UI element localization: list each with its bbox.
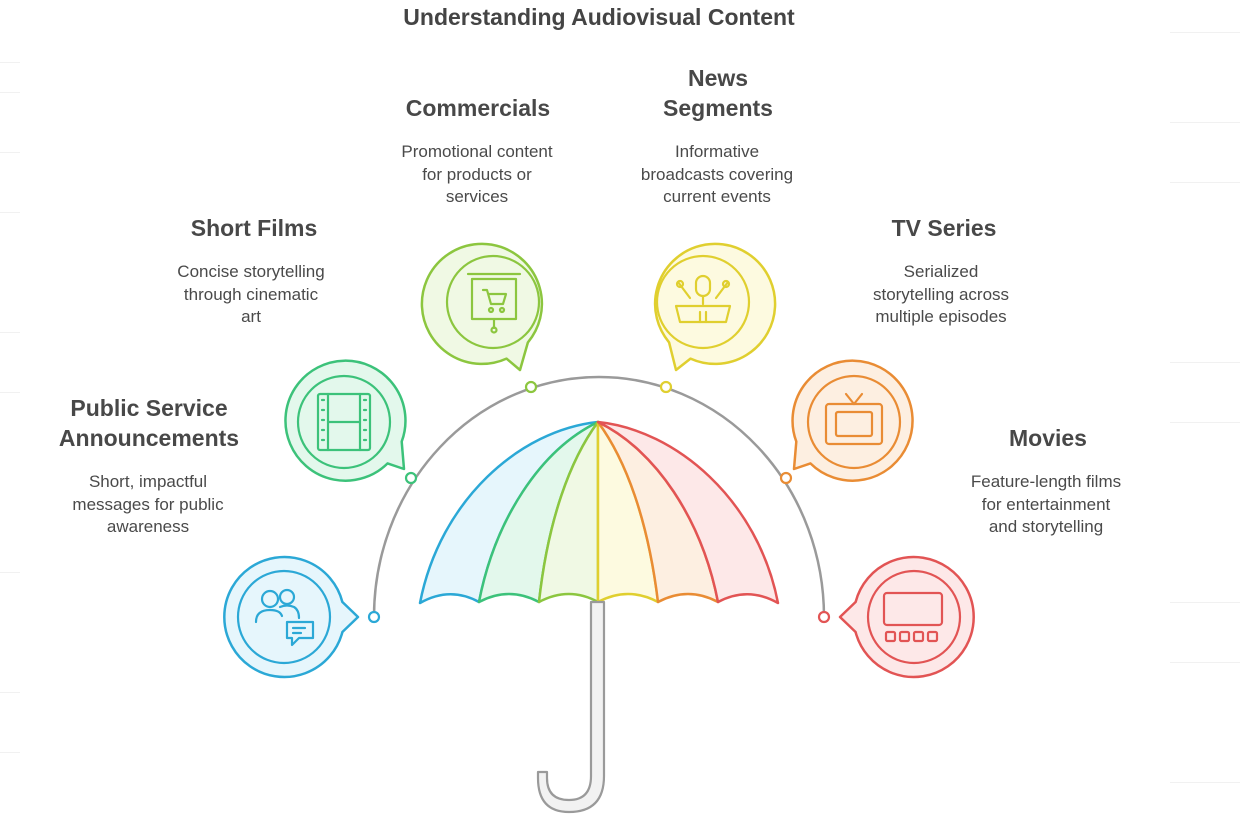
bubble-outline	[420, 242, 544, 372]
edge-rule	[1170, 122, 1240, 123]
canopy-panel-lime	[537, 420, 600, 604]
bubble-outline	[838, 555, 975, 679]
bubble-outline	[791, 359, 914, 482]
edge-rule	[0, 152, 20, 153]
umbrella-handle	[536, 600, 606, 814]
description-news: Informative broadcasts covering current …	[640, 142, 794, 206]
bubble-psa	[223, 555, 360, 679]
heading-commercials: Commercials	[405, 95, 551, 121]
bubble-tv-series	[791, 359, 914, 482]
edge-rule	[0, 62, 20, 63]
edge-rule	[1170, 782, 1240, 783]
heading-short-films: Short Films	[190, 215, 318, 241]
edge-rule	[1170, 182, 1240, 183]
heading-tv-series: TV Series	[891, 215, 997, 241]
description-tv-series: Serialized storytelling across multiple …	[872, 262, 1010, 326]
edge-rule	[0, 212, 20, 213]
bubble-outline	[284, 359, 407, 482]
arc-dot-commercials	[524, 380, 538, 394]
bubble-commercials	[420, 242, 544, 372]
edge-rule	[1170, 32, 1240, 33]
bubble-movies	[838, 555, 975, 679]
diagram-title: Understanding Audiovisual Content	[403, 4, 795, 30]
edge-rule	[0, 572, 20, 573]
edge-rule	[1170, 662, 1240, 663]
edge-rule	[1170, 602, 1240, 603]
edge-rule	[1170, 422, 1240, 423]
description-commercials: Promotional content for products or serv…	[401, 142, 553, 206]
arc-dot-movies	[817, 610, 831, 624]
description-movies: Feature-length films for entertainment a…	[970, 472, 1122, 536]
outer-arc	[372, 375, 826, 618]
edge-rule	[0, 752, 20, 753]
heading-news: News Segments	[663, 65, 773, 121]
tablet-screen-icon	[882, 591, 944, 643]
film-strip-icon	[316, 392, 372, 452]
bubble-short-films	[284, 359, 407, 482]
arc-dot-psa	[367, 610, 381, 624]
heading-movies: Movies	[1009, 425, 1087, 451]
edge-rule	[0, 92, 20, 93]
description-short-films: Concise storytelling through cinematic a…	[177, 262, 325, 326]
heading-psa: Public Service Announcements	[58, 395, 240, 451]
television-icon	[824, 392, 884, 446]
edge-rule	[0, 332, 20, 333]
microphone-podium-icon	[674, 274, 732, 324]
people-chat-icon	[254, 588, 315, 647]
edge-rule	[1170, 362, 1240, 363]
bubble-news	[653, 242, 777, 372]
canopy-panel-red	[596, 420, 780, 605]
umbrella-canopy	[418, 420, 780, 605]
arc-dot-short-films	[404, 471, 418, 485]
edge-rule	[0, 692, 20, 693]
shopping-cart-presentation-icon	[466, 272, 522, 334]
arc-dot-tv-series	[779, 471, 793, 485]
edge-rule	[0, 392, 20, 393]
arc-dot-news	[659, 380, 673, 394]
description-psa: Short, impactful messages for public awa…	[72, 472, 224, 536]
bubble-outline	[223, 555, 360, 679]
